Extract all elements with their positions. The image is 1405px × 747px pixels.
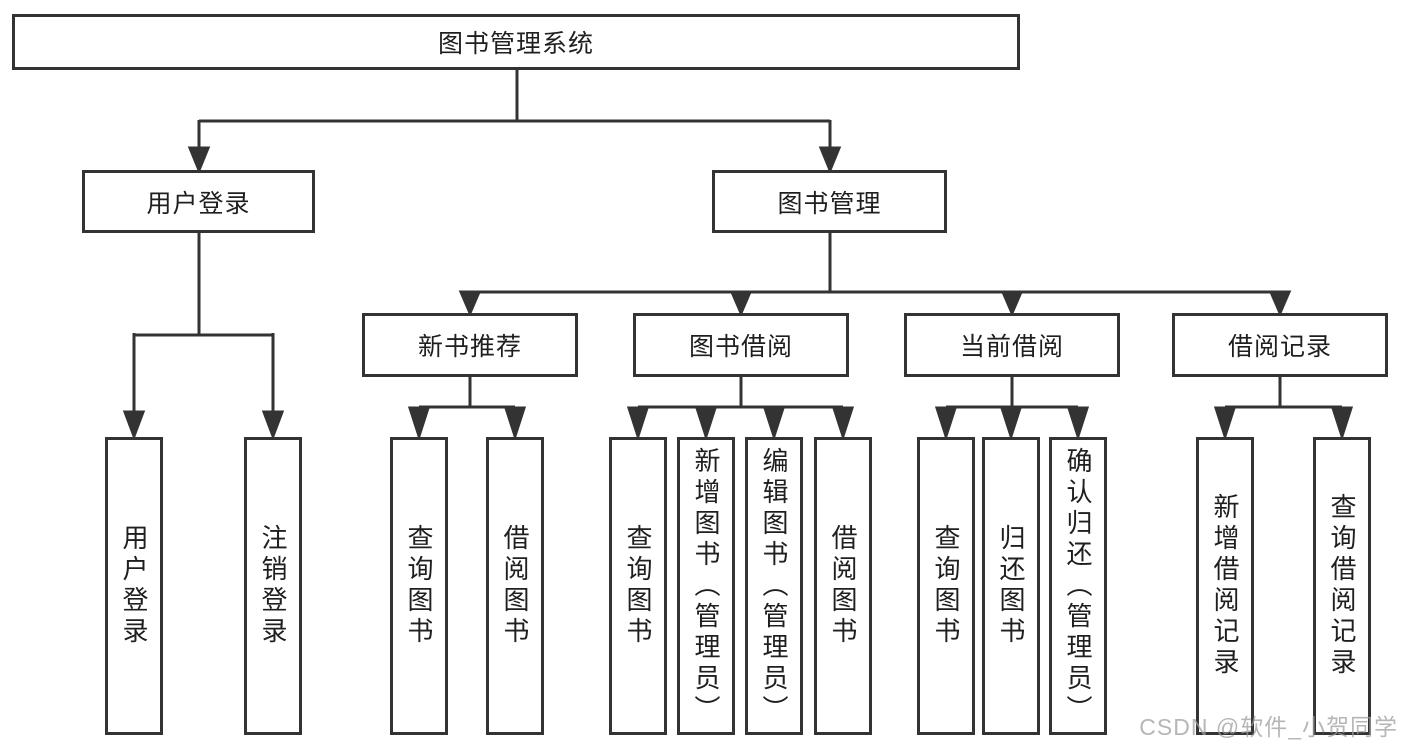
node-leaf-query-books-recommend: 查询图书 [390, 437, 448, 735]
node-leaf-query-borrow-record: 查询借阅记录 [1313, 437, 1371, 735]
node-label: 归还图书 [996, 524, 1026, 648]
node-label: 编辑图书（管理员） [759, 446, 789, 726]
node-user-login: 用户登录 [82, 170, 315, 233]
node-leaf-logout: 注销登录 [244, 437, 302, 735]
node-label: 新增借阅记录 [1210, 493, 1240, 679]
node-label: 确认归还（管理员） [1063, 446, 1093, 726]
connector-records-to-leaves [1213, 377, 1354, 441]
node-label: 新书推荐 [417, 333, 522, 361]
connector-current-to-leaves [934, 377, 1090, 441]
node-label: 图书管理系统 [437, 30, 594, 58]
node-leaf-query-books-current: 查询图书 [917, 437, 975, 735]
node-new-book-recommend: 新书推荐 [362, 313, 578, 377]
connector-borrow-to-leaves [626, 377, 855, 441]
node-label: 图书管理 [777, 189, 882, 218]
node-label: 当前借阅 [959, 333, 1064, 361]
node-label: 用户登录 [146, 189, 251, 218]
node-leaf-return-books: 归还图书 [982, 437, 1040, 735]
node-book-borrow: 图书借阅 [633, 313, 849, 377]
node-label: 注销登录 [258, 524, 288, 648]
node-label: 图书借阅 [688, 333, 793, 361]
node-leaf-add-borrow-record: 新增借阅记录 [1196, 437, 1254, 735]
node-label: 借阅图书 [828, 524, 858, 648]
csdn-watermark: CSDN @软件_小贺同学 [1139, 714, 1398, 740]
node-library-system: 图书管理系统 [12, 14, 1020, 70]
node-leaf-borrow-books: 借阅图书 [814, 437, 872, 735]
node-current-borrow: 当前借阅 [904, 313, 1120, 377]
connector-mgmt-to-level3 [458, 233, 1292, 317]
node-label: 查询图书 [404, 524, 434, 648]
connector-newrec-to-leaves [407, 377, 527, 441]
node-leaf-add-books-admin: 新增图书（管理员） [677, 437, 735, 735]
node-leaf-user-login: 用户登录 [105, 437, 163, 735]
node-borrow-records: 借阅记录 [1172, 313, 1388, 377]
node-label: 新增图书（管理员） [691, 446, 721, 726]
node-label: 借阅图书 [500, 524, 530, 648]
node-label: 查询图书 [623, 524, 653, 648]
node-leaf-confirm-return-admin: 确认归还（管理员） [1049, 437, 1107, 735]
connector-login-to-leaves [122, 233, 285, 441]
node-leaf-query-books-borrow: 查询图书 [609, 437, 667, 735]
node-label: 用户登录 [119, 524, 149, 648]
node-leaf-edit-books-admin: 编辑图书（管理员） [745, 437, 803, 735]
connector-root-to-level2 [187, 70, 842, 174]
node-label: 借阅记录 [1227, 333, 1332, 361]
node-label: 查询借阅记录 [1327, 493, 1357, 679]
node-book-management: 图书管理 [712, 170, 947, 233]
node-label: 查询图书 [931, 524, 961, 648]
node-leaf-borrow-books-recommend: 借阅图书 [486, 437, 544, 735]
